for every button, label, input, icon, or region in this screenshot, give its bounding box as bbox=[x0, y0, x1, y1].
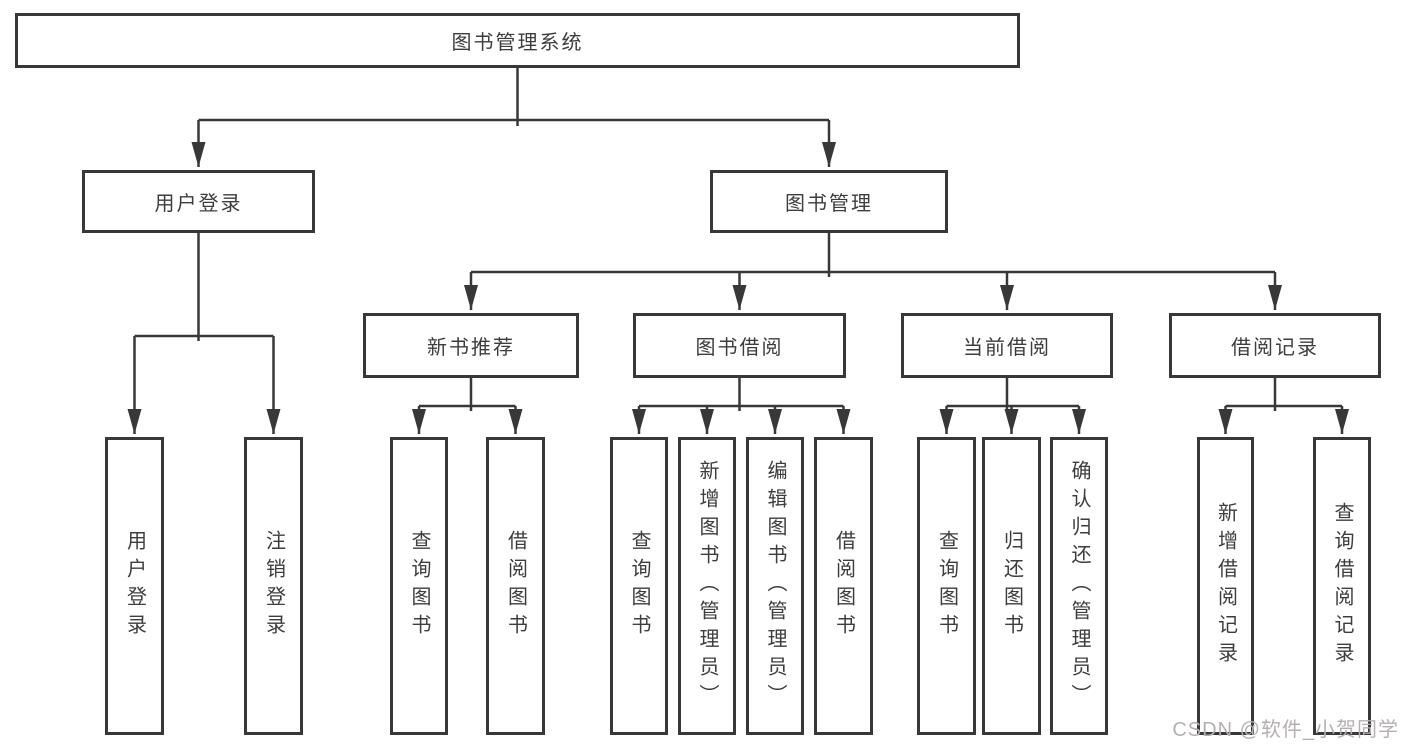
node-user-login: 用户登录 bbox=[82, 170, 315, 233]
node-book-borrow: 图书借阅 bbox=[633, 313, 846, 378]
leaf-query-borrow-record-label: 查询借阅记录 bbox=[1331, 502, 1353, 670]
node-borrow-records-label: 借阅记录 bbox=[1231, 337, 1319, 359]
leaf-query-borrow-record: 查询借阅记录 bbox=[1313, 437, 1371, 735]
leaf-return-book: 归还图书 bbox=[982, 437, 1041, 735]
leaf-logout: 注销登录 bbox=[244, 437, 303, 735]
node-new-book-recommend-label: 新书推荐 bbox=[427, 337, 515, 359]
leaf-add-book-admin-label: 新增图书（管理员） bbox=[696, 460, 718, 712]
leaf-add-borrow-record-label: 新增借阅记录 bbox=[1214, 502, 1237, 670]
connector-new-book-recommend bbox=[419, 376, 516, 411]
node-book-management-label: 图书管理 bbox=[785, 193, 873, 215]
leaf-edit-book-admin: 编辑图书（管理员） bbox=[746, 437, 804, 735]
leaf-borrow-books-1-label: 借阅图书 bbox=[504, 530, 527, 642]
leaf-borrow-books-2-label: 借阅图书 bbox=[832, 530, 855, 642]
node-current-borrow-label: 当前借阅 bbox=[963, 337, 1051, 359]
leaf-query-books-2-label: 查询图书 bbox=[628, 530, 650, 642]
leaf-confirm-return-admin-label: 确认归还（管理员） bbox=[1068, 460, 1090, 712]
leaf-borrow-books-2: 借阅图书 bbox=[814, 437, 873, 735]
node-user-login-label: 用户登录 bbox=[154, 193, 243, 215]
node-root: 图书管理系统 bbox=[15, 13, 1020, 68]
leaf-query-books-3-label: 查询图书 bbox=[935, 530, 958, 642]
leaf-user-login-label: 用户登录 bbox=[123, 530, 146, 642]
leaf-add-borrow-record: 新增借阅记录 bbox=[1197, 437, 1254, 735]
node-book-borrow-label: 图书借阅 bbox=[695, 337, 784, 359]
watermark-text: CSDN @软件_小贺同学 bbox=[1172, 719, 1399, 741]
connector-borrow-records bbox=[1225, 376, 1342, 411]
leaf-logout-label: 注销登录 bbox=[262, 530, 285, 642]
connector-bars bbox=[134, 66, 1342, 411]
connector-current-borrow bbox=[946, 376, 1079, 411]
leaf-query-books-2: 查询图书 bbox=[610, 437, 668, 735]
node-root-label: 图书管理系统 bbox=[451, 32, 584, 54]
leaf-edit-book-admin-label: 编辑图书（管理员） bbox=[764, 460, 786, 712]
leaf-return-book-label: 归还图书 bbox=[1000, 530, 1023, 642]
leaf-query-books-3: 查询图书 bbox=[917, 437, 976, 735]
leaf-query-books-1-label: 查询图书 bbox=[408, 530, 430, 642]
node-borrow-records: 借阅记录 bbox=[1169, 313, 1381, 378]
connector-book-management bbox=[471, 231, 1275, 277]
connector-arrows bbox=[127, 120, 1349, 434]
node-new-book-recommend: 新书推荐 bbox=[363, 313, 579, 378]
connector-user-login bbox=[134, 231, 274, 341]
connector-book-borrow bbox=[639, 376, 844, 411]
leaf-query-books-1: 查询图书 bbox=[390, 437, 448, 735]
leaf-user-login: 用户登录 bbox=[105, 437, 164, 735]
node-current-borrow: 当前借阅 bbox=[901, 313, 1113, 378]
node-book-management: 图书管理 bbox=[710, 170, 948, 233]
leaf-borrow-books-1: 借阅图书 bbox=[486, 437, 545, 735]
leaf-confirm-return-admin: 确认归还（管理员） bbox=[1050, 437, 1108, 735]
connector-root bbox=[198, 66, 829, 126]
leaf-add-book-admin: 新增图书（管理员） bbox=[678, 437, 736, 735]
